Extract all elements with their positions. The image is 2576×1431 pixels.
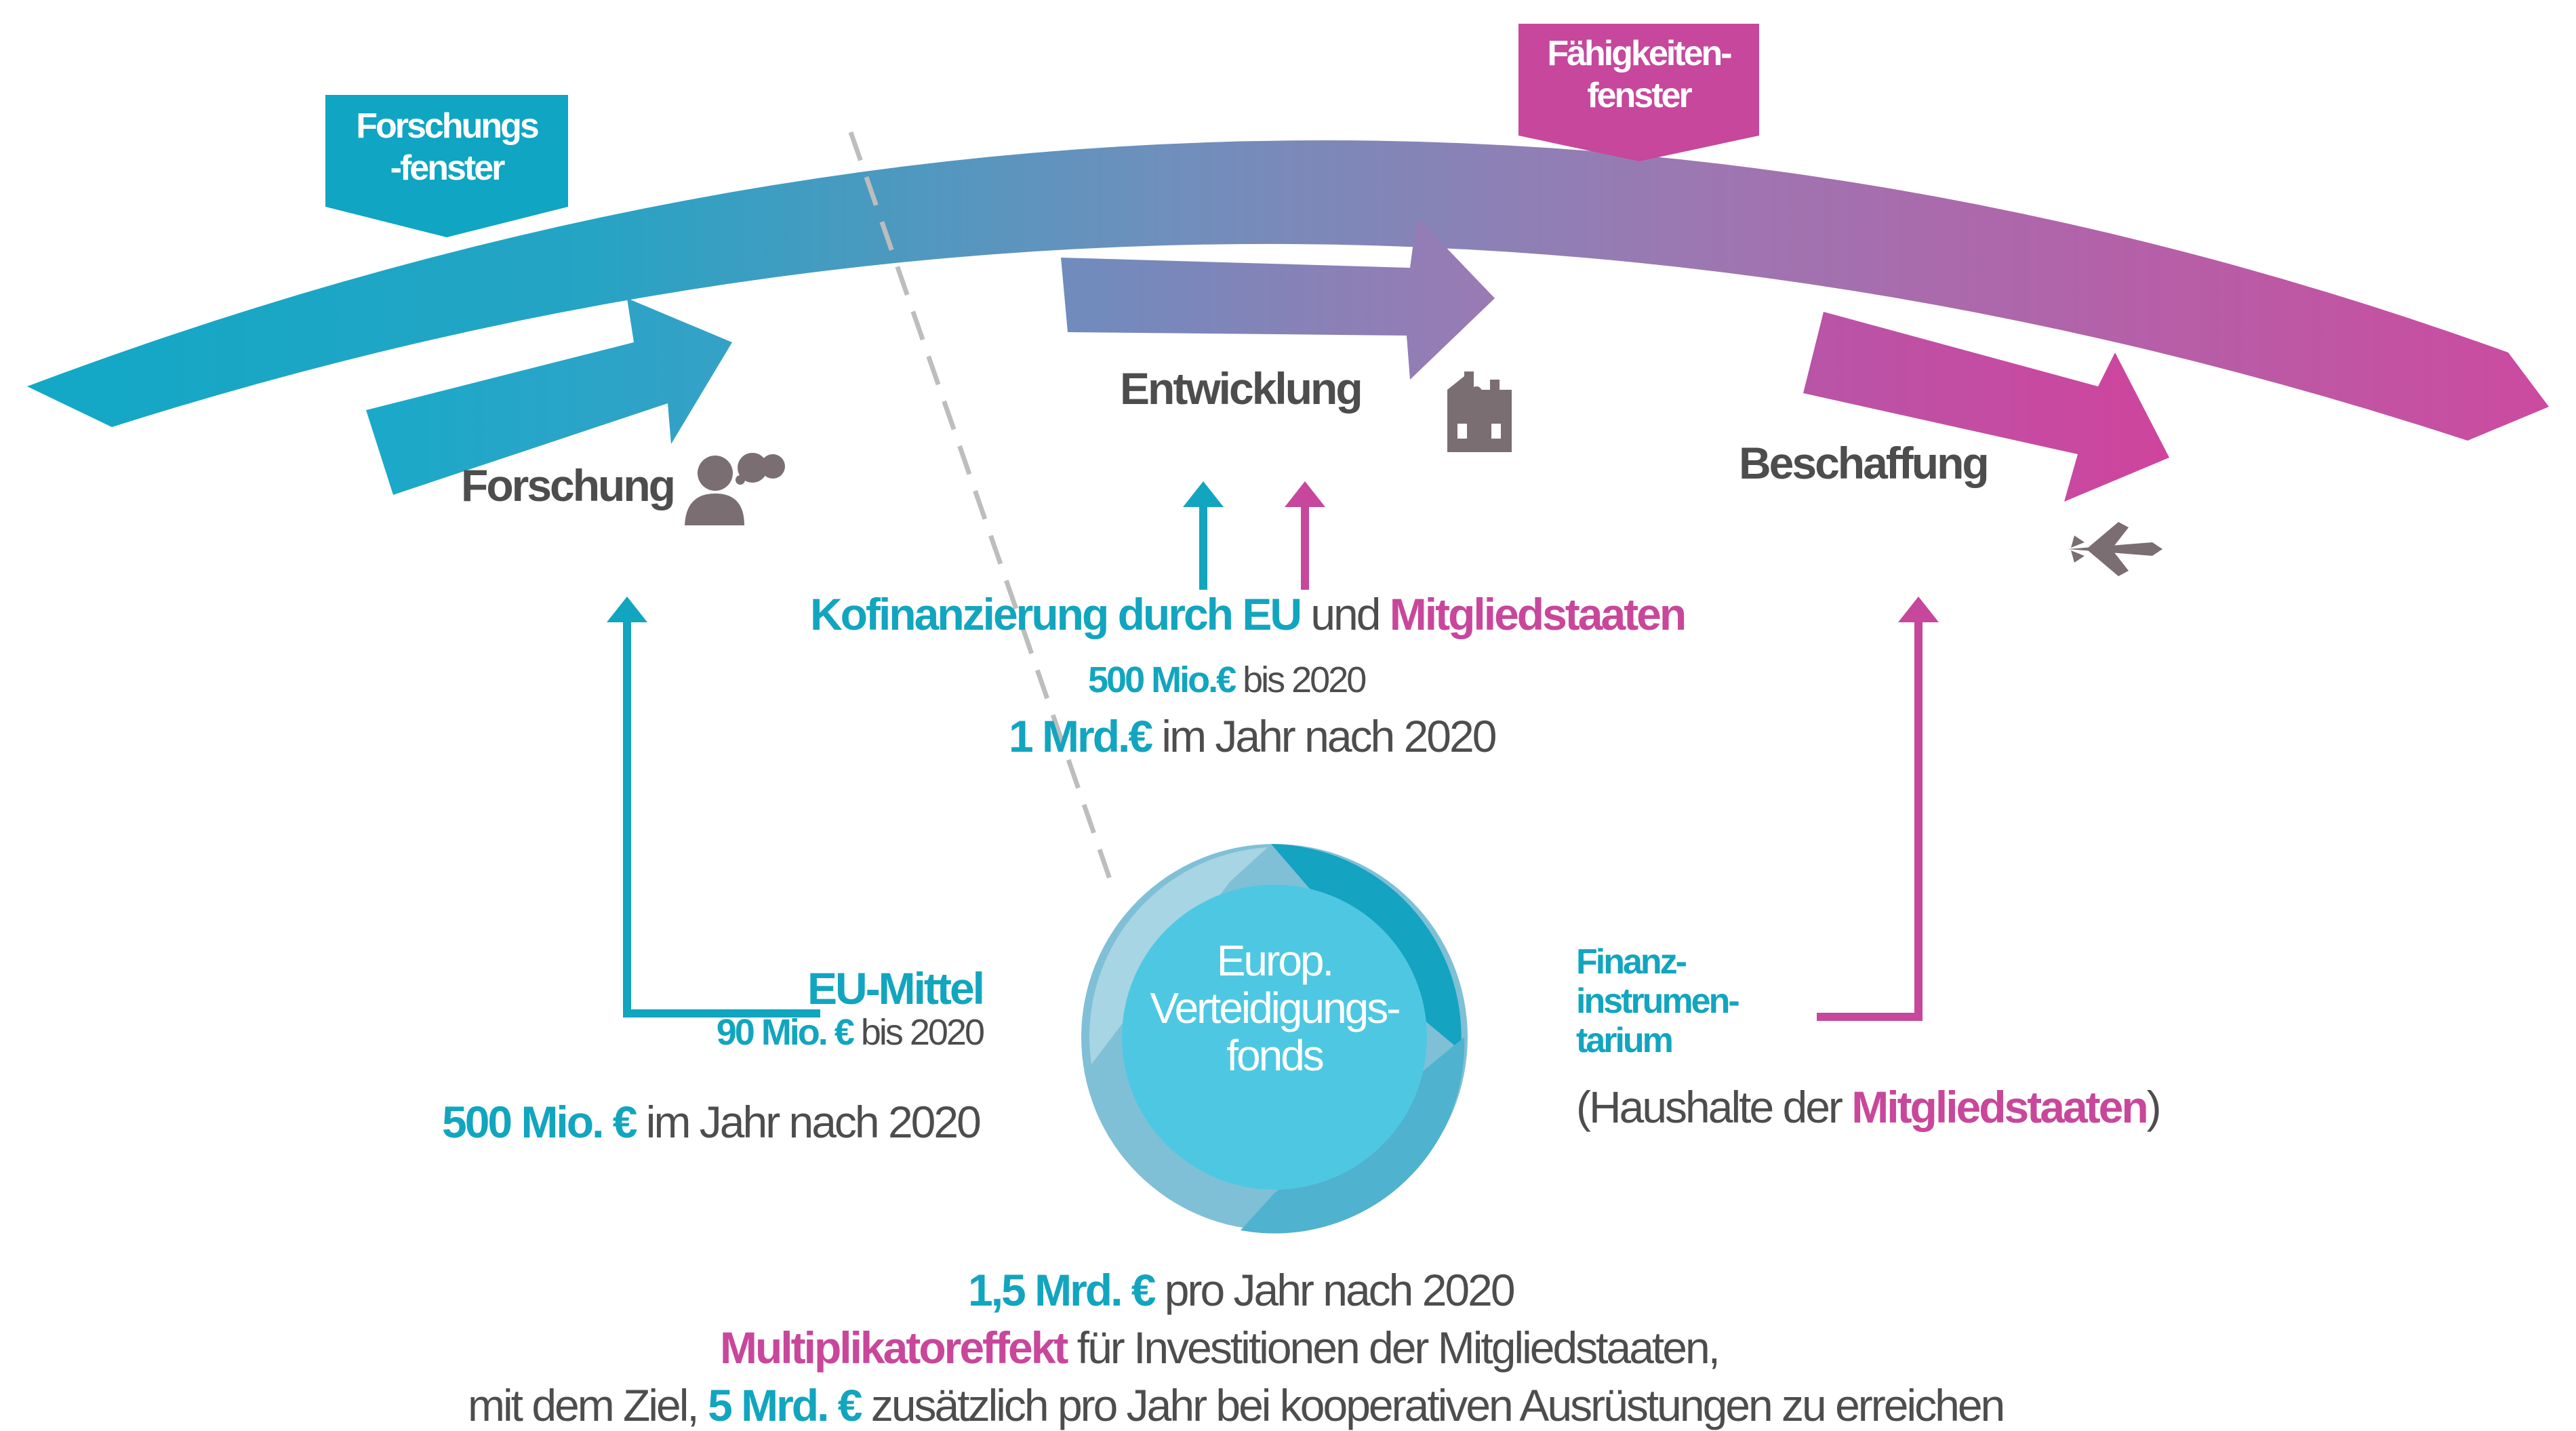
fund-label-line1: Europ. [1216,936,1335,985]
capability-window-banner [1518,24,1759,161]
fund-label-line2: Verteidigungs- [1150,984,1401,1032]
finance-instrument-line2: instrumen- [1576,982,1740,1021]
cofinancing-ms-text: Mitgliedstaaten [1389,589,1687,639]
cofinancing-amount-2020-period: bis 2020 [1234,660,1367,700]
finance-instrument-label: Finanz- instrumen- tarium [1576,942,1740,1060]
fighter-jet-icon [2068,522,2162,576]
research-window-label: Forschungs -fenster [325,105,568,189]
capability-window-line1: Fähigkeiten- [1547,34,1732,73]
research-window-line1: Forschungs [356,106,540,146]
thinking-person-icon [685,453,785,525]
defence-fund-cycle [1081,844,1468,1234]
multiplier-effect-text: Multiplikatoreffekt [720,1323,1068,1373]
multiplier-line: Multiplikatoreffekt für Investitionen de… [720,1322,1720,1373]
phase-development-label: Entwicklung [1120,363,1363,414]
fund-label-line3: fonds [1226,1031,1325,1080]
eu-funds-amount-after-2020: 500 Mio. € im Jahr nach 2020 [442,1096,982,1148]
goal-line: mit dem Ziel, 5 Mrd. € zusätzlich pro Ja… [468,1379,2005,1431]
eu-funds-title: EU-Mittel [807,963,985,1013]
eu-funds-arrowhead [607,597,647,622]
phase-research-label: Forschung [461,460,676,510]
cofinancing-amount-2020-value: 500 Mio.€ [1088,660,1236,700]
cofinancing-amount-after-period: im Jahr nach 2020 [1151,711,1497,761]
goal-amount-text: 5 Mrd. € [708,1380,862,1430]
dashed-divider [848,131,1114,886]
procurement-phase-arrow [1803,312,2169,502]
research-window-line2: -fenster [390,148,506,188]
cofinancing-ms-arrowhead [1285,481,1325,507]
capability-window-label: Fähigkeiten- fenster [1518,33,1759,117]
eu-funds-arrow [623,613,820,1017]
fund-label: Europ. Verteidigungs- fonds [1122,937,1427,1079]
finance-instrument-line3: tarium [1576,1021,1674,1060]
annual-budget-line: 1,5 Mrd. € pro Jahr nach 2020 [968,1264,1516,1316]
cofinancing-eu-arrowhead [1183,481,1224,507]
member-state-budgets-open: (Haushalte der [1576,1082,1852,1132]
member-state-budgets-em: Mitgliedstaaten [1851,1082,2148,1132]
eu-funds-amount-2020: 90 Mio. € bis 2020 [576,1011,985,1053]
cofinancing-amount-after-2020: 1 Mrd.€ im Jahr nach 2020 [1009,710,1497,762]
finance-instrument-line1: Finanz- [1576,942,1687,982]
annual-budget-period: pro Jahr nach 2020 [1154,1265,1516,1315]
goal-rest-text: zusätzlich pro Jahr bei kooperativen Aus… [860,1380,2005,1430]
eu-funds-amount-2020-value: 90 Mio. € [716,1012,855,1053]
cofinancing-eu-text: Kofinanzierung durch EU [810,589,1302,639]
cofinancing-amount-after-value: 1 Mrd.€ [1009,711,1153,761]
eu-funds-amount-2020-period: bis 2020 [852,1012,985,1053]
cofinancing-heading: Kofinanzierung durch EU und Mitgliedstaa… [810,588,1687,640]
factory-icon [1447,371,1512,452]
research-window-banner [325,95,568,237]
capability-window-line2: fenster [1587,76,1692,115]
phase-procurement-label: Beschaffung [1739,438,1990,488]
finance-instrument-arrowhead [1898,597,1939,622]
goal-pre-text: mit dem Ziel, [468,1380,708,1430]
eu-funds-amount-after-value: 500 Mio. € [442,1097,637,1147]
eu-funds-amount-after-period: im Jahr nach 2020 [635,1097,982,1147]
cofinancing-amount-2020: 500 Mio.€ bis 2020 [1088,659,1367,701]
process-arc [27,140,2549,441]
finance-instrument-arrow [1817,613,1923,1021]
cofinancing-and-text: und [1300,589,1390,639]
member-state-budgets: (Haushalte der Mitgliedstaaten) [1576,1081,2162,1133]
member-state-budgets-close: ) [2146,1082,2162,1132]
multiplier-rest-text: für Investitionen der Mitgliedstaaten, [1066,1323,1720,1373]
research-phase-arrow [366,298,732,495]
annual-budget-value: 1,5 Mrd. € [968,1265,1156,1315]
development-phase-arrow [1061,217,1495,380]
